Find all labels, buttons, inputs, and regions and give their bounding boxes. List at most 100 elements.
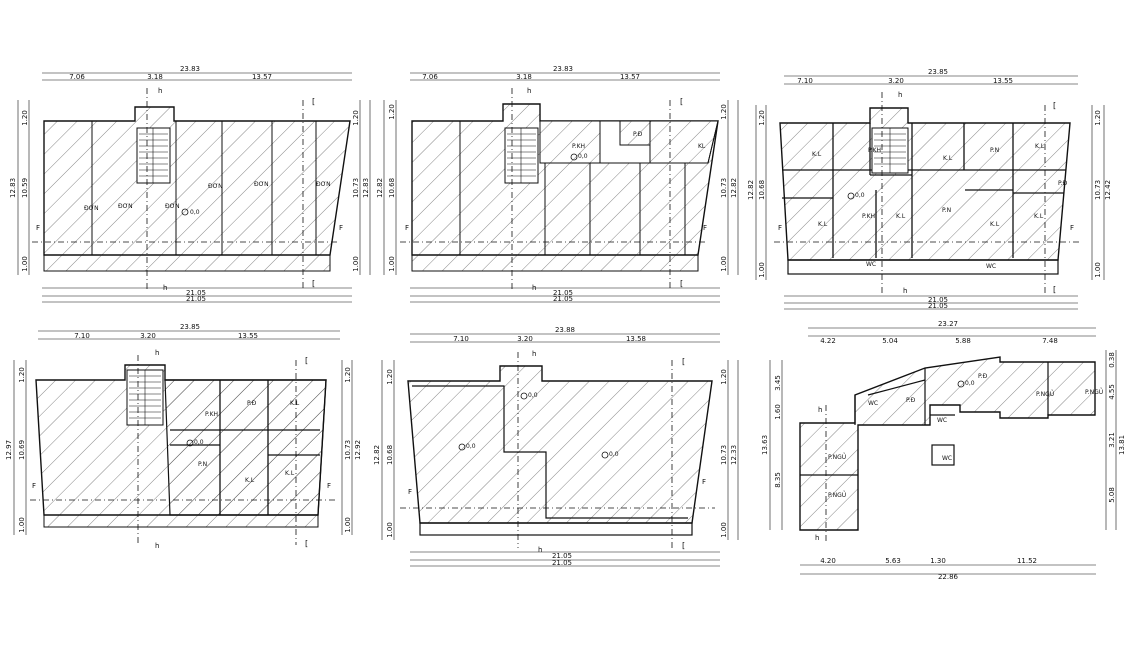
section-mark-f-right: F bbox=[702, 478, 706, 486]
section-mark-i-bottom: [ bbox=[682, 541, 685, 550]
top-seg-dim-2: 3.20 bbox=[517, 335, 533, 343]
left-dim-1: 1.20 bbox=[21, 110, 29, 126]
top-total-dim: 23.83 bbox=[180, 65, 200, 73]
bottom-dim-2: 21.05 bbox=[928, 302, 948, 310]
section-mark-f-right: F bbox=[1070, 224, 1074, 232]
bottom-seg-dim-1: 4.20 bbox=[820, 557, 836, 565]
bottom-dim-2: 21.05 bbox=[553, 295, 573, 303]
level-value: 0,0 bbox=[855, 192, 865, 199]
top-seg-dim-1: 7.10 bbox=[797, 77, 813, 85]
right-dim-3: 12.42 bbox=[1104, 180, 1112, 200]
panel-3-floor-plan: 23.85 7.10 3.20 13.55 1.20 12.82 10.68 1… bbox=[747, 68, 1112, 310]
room-kl-5: K.L bbox=[896, 213, 906, 220]
right-dim-3: 12.83 bbox=[362, 178, 370, 198]
room-label-pd: P.Đ bbox=[633, 131, 643, 138]
section-mark-h-bottom: h bbox=[815, 534, 819, 542]
section-mark-i-top: [ bbox=[682, 357, 685, 366]
top-seg-dim-1: 7.10 bbox=[453, 335, 469, 343]
right-dim-1: 1.20 bbox=[720, 369, 728, 385]
top-total-dim: 23.88 bbox=[555, 326, 575, 334]
bottom-seg-dim-4: 11.52 bbox=[1017, 557, 1037, 565]
section-mark-h-bottom: h bbox=[903, 287, 907, 295]
level-value: 0,0 bbox=[965, 380, 975, 387]
panel-6-floor-plan: 23.27 4.22 5.04 5.88 7.48 3.45 1.60 13.6… bbox=[761, 320, 1126, 581]
panel-1-ground-floor-plan: 23.83 7.06 3.18 13.57 1.20 12.83 10.59 1… bbox=[9, 65, 371, 303]
left-dim-4: 1.00 bbox=[18, 517, 26, 533]
top-seg-dim-3: 13.55 bbox=[238, 332, 258, 340]
stair-block bbox=[136, 127, 171, 184]
room-wc-3: WC bbox=[942, 455, 952, 462]
building-outline bbox=[407, 365, 713, 524]
left-dim-2: 1.60 bbox=[774, 404, 782, 420]
right-dim-2: 10.73 bbox=[352, 178, 360, 198]
level-marker-2 bbox=[458, 443, 466, 451]
left-dim-3: 10.68 bbox=[758, 180, 766, 200]
room-pd: P.Đ bbox=[1058, 180, 1068, 187]
level-marker-3 bbox=[601, 451, 609, 459]
right-dim-2: 10.73 bbox=[344, 440, 352, 460]
top-total-dim: 23.27 bbox=[938, 320, 958, 328]
section-mark-h-top: h bbox=[532, 350, 536, 358]
bottom-dim-2: 21.05 bbox=[552, 559, 572, 567]
section-mark-h-top: h bbox=[155, 349, 159, 357]
top-seg-dim-3: 13.58 bbox=[626, 335, 646, 343]
bottom-dim-2: 21.05 bbox=[186, 295, 206, 303]
right-dim-1: 0.38 bbox=[1108, 352, 1116, 368]
section-mark-h-bottom: h bbox=[532, 284, 536, 292]
left-dim-4: 1.00 bbox=[386, 522, 394, 538]
room-kl-1: K.L bbox=[290, 400, 300, 407]
column-lines bbox=[91, 121, 317, 255]
left-dim-2: 12.97 bbox=[5, 440, 13, 460]
bottom-total-dim: 22.86 bbox=[938, 573, 959, 581]
room-pn: P.N bbox=[198, 461, 207, 468]
top-seg-dim-3: 13.55 bbox=[993, 77, 1013, 85]
base-slab bbox=[43, 254, 331, 272]
room-kl-6: K.L bbox=[990, 221, 1000, 228]
right-dim-1: 1.20 bbox=[352, 110, 360, 126]
level-marker bbox=[186, 439, 194, 447]
building-outline bbox=[799, 356, 1096, 531]
right-dim-2: 10.73 bbox=[720, 178, 728, 198]
room-pkh-2: P.KH bbox=[862, 213, 875, 220]
right-dim-1: 1.20 bbox=[1094, 110, 1102, 126]
left-dim-2: 12.82 bbox=[376, 178, 384, 198]
level-value: 0,0 bbox=[190, 209, 200, 216]
top-seg-dim-1: 7.10 bbox=[74, 332, 90, 340]
section-mark-h-top: h bbox=[527, 87, 531, 95]
top-seg-dim-2: 3.18 bbox=[147, 73, 163, 81]
right-dim-3: 13.81 bbox=[1118, 435, 1126, 455]
room-pkh: P.KH bbox=[205, 411, 218, 418]
right-dim-4: 1.00 bbox=[344, 517, 352, 533]
left-dim-4: 1.00 bbox=[758, 262, 766, 278]
right-dim-3: 12.33 bbox=[730, 445, 738, 465]
bottom-seg-dim-2: 5.63 bbox=[885, 557, 901, 565]
right-dim-4: 1.00 bbox=[1094, 262, 1102, 278]
level-marker bbox=[570, 153, 578, 161]
section-mark-h-bottom: h bbox=[163, 284, 167, 292]
level-marker-1 bbox=[520, 392, 528, 400]
left-dim-1: 1.20 bbox=[18, 367, 26, 383]
section-mark-f-right: F bbox=[703, 224, 707, 232]
room-kl-2: K.L bbox=[943, 155, 953, 162]
right-dim-3: 12.82 bbox=[730, 178, 738, 198]
level-value: 0,0 bbox=[194, 439, 204, 446]
left-dim-1: 1.20 bbox=[388, 104, 396, 120]
section-mark-h-top: h bbox=[158, 87, 162, 95]
right-dim-3: 12.92 bbox=[354, 440, 362, 460]
left-dim-3: 10.59 bbox=[21, 178, 29, 198]
room-label-6: ĐƠN bbox=[316, 181, 331, 188]
room-wc-2: WC bbox=[937, 417, 947, 424]
top-seg-dim-2: 3.20 bbox=[140, 332, 156, 340]
right-dim-5: 5.08 bbox=[1108, 487, 1116, 503]
top-seg-dim-3: 13.57 bbox=[620, 73, 640, 81]
section-mark-f-right: F bbox=[339, 224, 343, 232]
section-mark-h-top: h bbox=[818, 406, 822, 414]
top-seg-dim-3: 5.88 bbox=[955, 337, 971, 345]
stair-treads bbox=[139, 128, 168, 183]
room-label-3: ĐƠN bbox=[165, 203, 180, 210]
room-pngu-4: P.NGỦ bbox=[1085, 388, 1103, 396]
top-seg-dim-2: 3.20 bbox=[888, 77, 904, 85]
right-dim-4: 1.00 bbox=[352, 256, 360, 272]
top-seg-dim-1: 4.22 bbox=[820, 337, 836, 345]
